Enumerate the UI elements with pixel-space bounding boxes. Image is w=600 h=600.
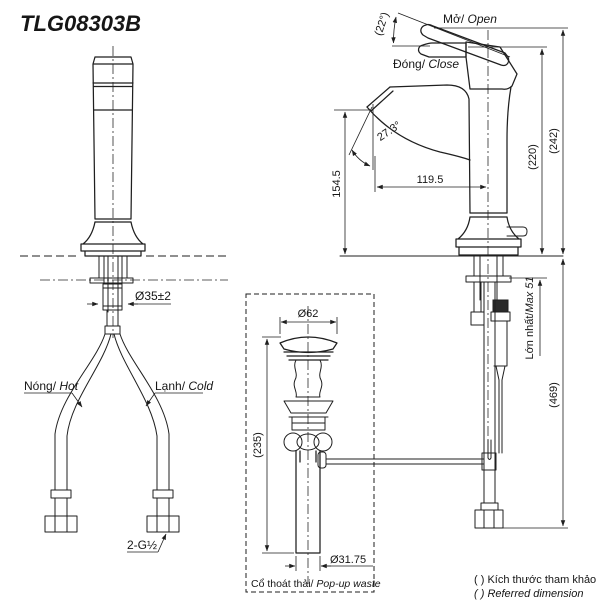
cold-label: Lạnh/ Cold [155, 379, 213, 393]
hose-nut-right [146, 489, 180, 533]
lift-rod-knob [506, 226, 528, 237]
supply-hose-side [483, 281, 496, 504]
height-open-dim: (242) [548, 128, 560, 154]
cap-dim-ext [279, 317, 338, 334]
side-view-drawing: (22°) 27.3° Mở/ Open Đóng/ Close 154.5 [331, 11, 568, 529]
stream-angle-arc [351, 149, 371, 167]
handle-base-wedge [465, 41, 518, 90]
spout-height-dim: 154.5 [331, 170, 343, 198]
popup-label: Cổ thoát thải/ Pop-up waste [251, 578, 381, 590]
faucet-base-front [80, 221, 146, 257]
popup-ball-left [283, 432, 303, 452]
hole-dia-dim: Ø35±2 [135, 289, 171, 303]
popup-neck [293, 359, 323, 398]
mounting-shank-front [89, 255, 134, 335]
popup-lever-rod [325, 458, 485, 465]
popup-rod-knob [317, 451, 327, 469]
popup-pull-linkage [490, 311, 511, 454]
popup-tailpipe [295, 450, 321, 554]
tail-dia-dim: Ø31.75 [330, 554, 366, 566]
stream-direction-line [348, 106, 373, 156]
cold-leader-arrow [145, 392, 156, 407]
spout-reach-dim: 119.5 [417, 174, 444, 186]
popup-length-ext [262, 336, 294, 554]
hot-leader-arrow [71, 392, 83, 408]
below-depth-dim: (469) [548, 382, 560, 408]
thread-label: 2-G½ [127, 538, 157, 552]
height-closed-dim: (220) [527, 144, 539, 170]
spout-top-edge [389, 84, 471, 214]
popup-cap [279, 336, 338, 361]
faucet-base-side [455, 212, 522, 256]
hot-label: Nóng/ Hot [24, 379, 79, 393]
tail-dim-ext [295, 556, 321, 571]
cap-dia-dim: Ø62 [298, 308, 319, 320]
popup-dashed-box [245, 293, 375, 593]
popup-waste-view: Ø62 (235) Ø31.75 Cổ thoát thải/ Pop-up w… [245, 293, 485, 593]
open-construction-line [397, 12, 511, 58]
body-back-edge [506, 86, 512, 214]
note-referred-vi: ( ) Kích thước tham khảo [474, 574, 596, 586]
spout-underside [366, 106, 471, 161]
page-title: TLG08303B [20, 11, 141, 36]
note-referred-en: ( ) Referred dimension [474, 588, 583, 600]
popup-flange [283, 400, 334, 431]
popup-nut [296, 433, 320, 451]
close-label: Đóng/ Close [393, 57, 459, 71]
popup-ball-right [313, 432, 333, 452]
faucet-body-front [92, 56, 134, 223]
popup-length-dim: (235) [252, 432, 264, 458]
hose-nut-left [44, 489, 78, 533]
supply-hoses [54, 333, 170, 491]
notes-block: ( ) Kích thước tham khảo ( ) Referred di… [474, 574, 596, 600]
thread-leader-arrow [157, 533, 167, 553]
open-angle-arc [391, 16, 398, 44]
max-thickness-dim: Lớn nhất/Max 51 [524, 276, 536, 359]
open-label: Mở/ Open [443, 12, 497, 26]
handle-open-position [420, 23, 510, 67]
spout-cut-face [366, 86, 394, 112]
front-view-drawing: Ø35±2 Nóng/ Hot Lạnh/ Cold 2-G½ [20, 46, 230, 553]
mounting-shank-side [465, 255, 512, 326]
